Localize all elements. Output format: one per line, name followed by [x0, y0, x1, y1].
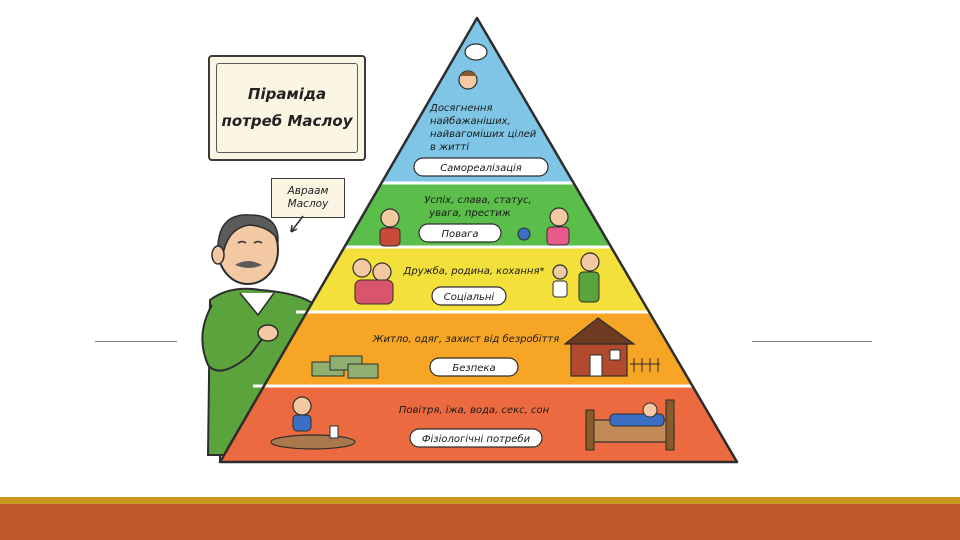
safety-label: Безпека: [452, 363, 495, 374]
title-card-text: Піраміда потреб Маслоу: [216, 63, 358, 153]
physiological-label: Фізіологічні потреби: [422, 433, 531, 445]
self-actualization-label: Самореалізація: [440, 162, 522, 174]
footer-accent-line: [0, 497, 960, 504]
self-actualization-line-4: в житті: [430, 141, 469, 153]
esteem-line-2: увага, престиж: [428, 208, 511, 219]
safety-line-1: Житло, одяг, захист від безробіття: [372, 333, 559, 345]
social-label: Соціальні: [444, 291, 495, 303]
self-actualization-line-3: найвагоміших цілей: [430, 128, 537, 140]
physiological-line-1: Повітря, їжа, вода, секс, сон: [399, 404, 550, 416]
esteem-label: Повага: [441, 229, 478, 240]
self-actualization-line-2: найбажаніших,: [430, 115, 511, 127]
title-card: Піраміда потреб Маслоу: [208, 55, 366, 161]
self-actualization-line-1: Досягнення: [429, 103, 492, 114]
pointer-arrow-icon: [283, 214, 313, 238]
esteem-line-1: Успіх, слава, статус,: [424, 194, 531, 206]
social-line-1: Дружба, родина, кохання*: [403, 265, 545, 277]
footer-band: [0, 504, 960, 540]
name-card: Авраам Маслоу: [271, 178, 345, 218]
level-band-physiological: [200, 386, 760, 462]
